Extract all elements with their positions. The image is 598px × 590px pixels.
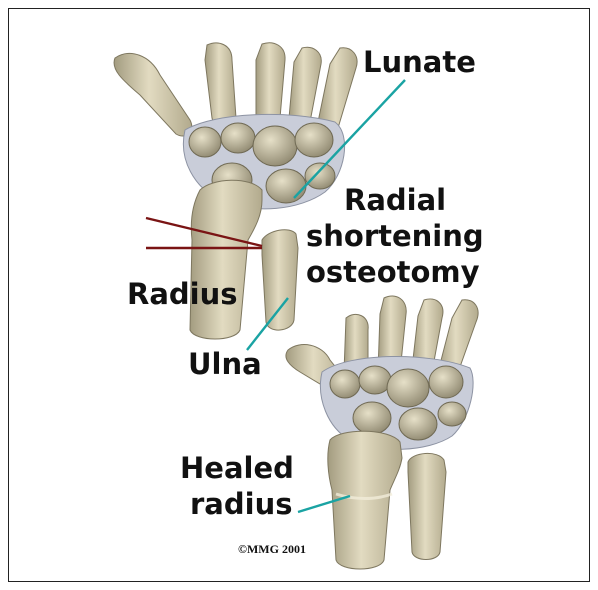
lower-carpal-lunate	[399, 408, 437, 440]
upper-metacarpal-3	[256, 43, 285, 126]
upper-carpal-hamate	[295, 123, 333, 157]
lower-carpal-trapezoid	[359, 366, 391, 394]
upper-radius	[190, 180, 262, 339]
lower-ulna	[408, 453, 446, 559]
label-procedure-line3: osteotomy	[306, 256, 480, 288]
upper-carpal-trapezoid	[221, 123, 255, 153]
lower-carpal-scaphoid	[353, 402, 391, 434]
upper-carpal-capitate	[253, 126, 297, 166]
upper-carpal-trapezium	[189, 127, 221, 157]
lower-carpal-triquetrum	[438, 402, 466, 426]
lower-wrist	[286, 296, 478, 569]
label-healed-line1: Healed	[180, 452, 294, 484]
label-healed-line2: radius	[190, 488, 292, 520]
upper-metacarpal-2	[205, 43, 236, 126]
upper-carpal-triquetrum	[305, 163, 335, 189]
label-ulna: Ulna	[188, 348, 262, 380]
upper-ulna	[262, 230, 298, 330]
lower-carpal-capitate	[387, 369, 429, 407]
copyright-notice: ©MMG 2001	[238, 542, 306, 557]
upper-metacarpal-thumb	[114, 53, 192, 136]
lower-carpal-trapezium	[330, 370, 360, 398]
label-procedure-line1: Radial	[344, 184, 446, 216]
label-procedure-line2: shortening	[306, 220, 484, 252]
label-lunate: Lunate	[363, 46, 476, 78]
upper-carpal-lunate	[266, 169, 306, 203]
label-radius: Radius	[127, 278, 238, 310]
lower-carpal-hamate	[429, 366, 463, 398]
